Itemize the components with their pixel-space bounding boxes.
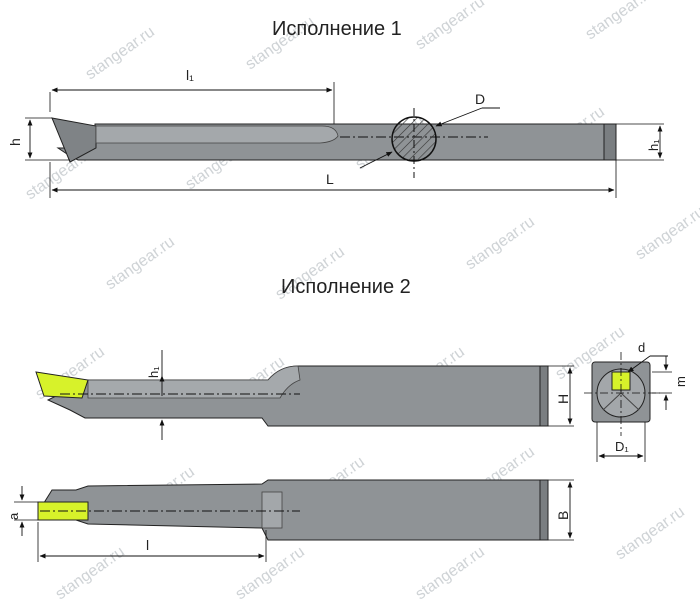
watermark-text: stangear.ru [233,543,308,603]
watermark-text: stangear.ru [413,543,488,603]
watermark-text: stangear.ru [413,0,488,53]
dim-h1-top-label: h₁ [146,366,161,378]
variant1-section-circle [391,116,437,162]
variant2-neck-band [87,365,301,399]
variant2-top-view: a B l [6,479,574,562]
variant2-side-view: h₁ H [35,350,574,440]
dim-d-leader [627,355,651,373]
watermark-text: stangear.ru [53,543,128,603]
variant2-title: Исполнение 2 [281,276,411,298]
dim-D-label: D [475,91,485,107]
dim-D-leader-2 [359,151,393,169]
watermark-text: stangear.ru [83,23,158,83]
variant2-top-shank [41,479,546,541]
watermark-text: stangear.ru [103,233,178,293]
dim-h-label: h [7,138,23,146]
dim-D1-label: D₁ [615,439,629,454]
variant2-end-face [539,365,549,427]
variant2-end-view: d m D₁ [584,340,688,462]
variant1-neck-highlight [95,125,339,144]
dim-m-label: m [673,376,688,387]
dim-L-label: L [326,171,334,187]
variant2-top-end-face [539,479,549,541]
variant2-top-neck-band [261,491,283,529]
dim-d-label: d [638,340,645,355]
variant1-cutting-head [51,117,97,163]
dim-B-label: B [555,511,571,520]
dim-l-label: l [146,537,149,553]
variant1-title: Исполнение 1 [272,18,402,40]
dim-a-label: a [6,512,21,520]
dim-H-label: H [555,394,571,404]
variant2-insert [35,371,89,399]
dim-l1-label: l₁ [186,67,194,83]
watermark-text: stangear.ru [613,503,688,563]
variant1-view: l₁ D h L h₁ [7,67,664,198]
watermark-text: stangear.ru [583,0,658,43]
watermark-text: stangear.ru [463,213,538,273]
watermark-text: stangear.ru [633,203,700,263]
variant1-end-face [603,123,617,161]
dim-D-leader [435,107,483,127]
dim-h1-side-label: h₁ [646,139,661,151]
